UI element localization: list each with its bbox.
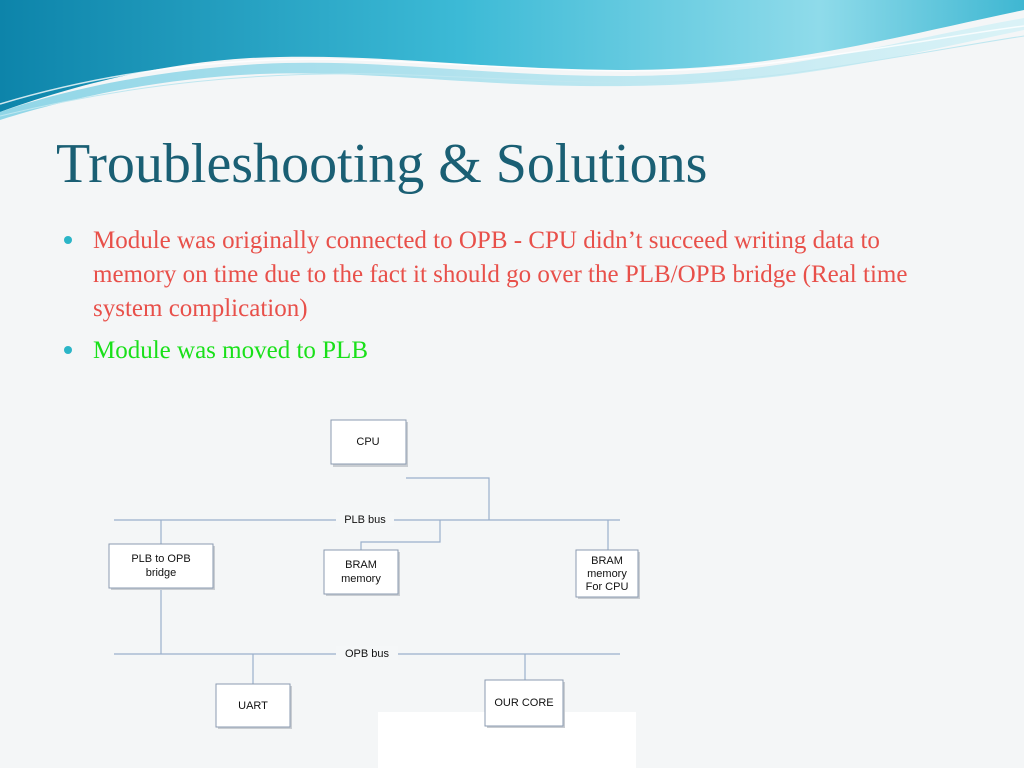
bram-cpu-label-line-1: BRAM bbox=[591, 555, 623, 567]
bullet-dot-icon bbox=[64, 236, 72, 244]
bullet-text: Module was moved to PLB bbox=[93, 337, 368, 364]
bram-memory-cpu-box: BRAM memory For CPU bbox=[575, 549, 640, 599]
bullet-item: Module was moved to PLB bbox=[64, 334, 964, 368]
cpu-box: CPU bbox=[330, 419, 408, 467]
header-wave-decoration bbox=[0, 0, 1024, 120]
our-core-box: OUR CORE bbox=[484, 679, 565, 728]
bram-memory-label-line-2: memory bbox=[341, 573, 381, 585]
bram-memory-connector bbox=[360, 520, 441, 550]
bullet-list: Module was originally connected to OPB -… bbox=[64, 224, 964, 376]
bullet-item: Module was originally connected to OPB -… bbox=[64, 224, 964, 326]
bridge-label-line-1: PLB to OPB bbox=[131, 553, 190, 565]
bullet-text: Module was originally connected to OPB -… bbox=[93, 227, 908, 322]
bram-cpu-label-line-2: memory bbox=[587, 568, 627, 580]
bram-cpu-label-line-3: For CPU bbox=[586, 581, 629, 593]
plb-to-opb-bridge-box: PLB to OPB bridge bbox=[108, 543, 215, 590]
cpu-label: CPU bbox=[356, 436, 379, 448]
uart-label: UART bbox=[238, 700, 268, 712]
plb-bus-label: PLB bus bbox=[344, 514, 386, 526]
uart-box: UART bbox=[215, 683, 292, 729]
opb-bus-label: OPB bus bbox=[345, 648, 390, 660]
bridge-label-line-2: bridge bbox=[146, 567, 177, 579]
cpu-connector bbox=[406, 477, 490, 520]
bram-memory-label-line-1: BRAM bbox=[345, 559, 377, 571]
our-core-label: OUR CORE bbox=[494, 697, 553, 709]
slide-title: Troubleshooting & Solutions bbox=[56, 133, 708, 195]
bullet-dot-icon bbox=[64, 346, 72, 354]
bram-memory-box: BRAM memory bbox=[323, 549, 400, 596]
